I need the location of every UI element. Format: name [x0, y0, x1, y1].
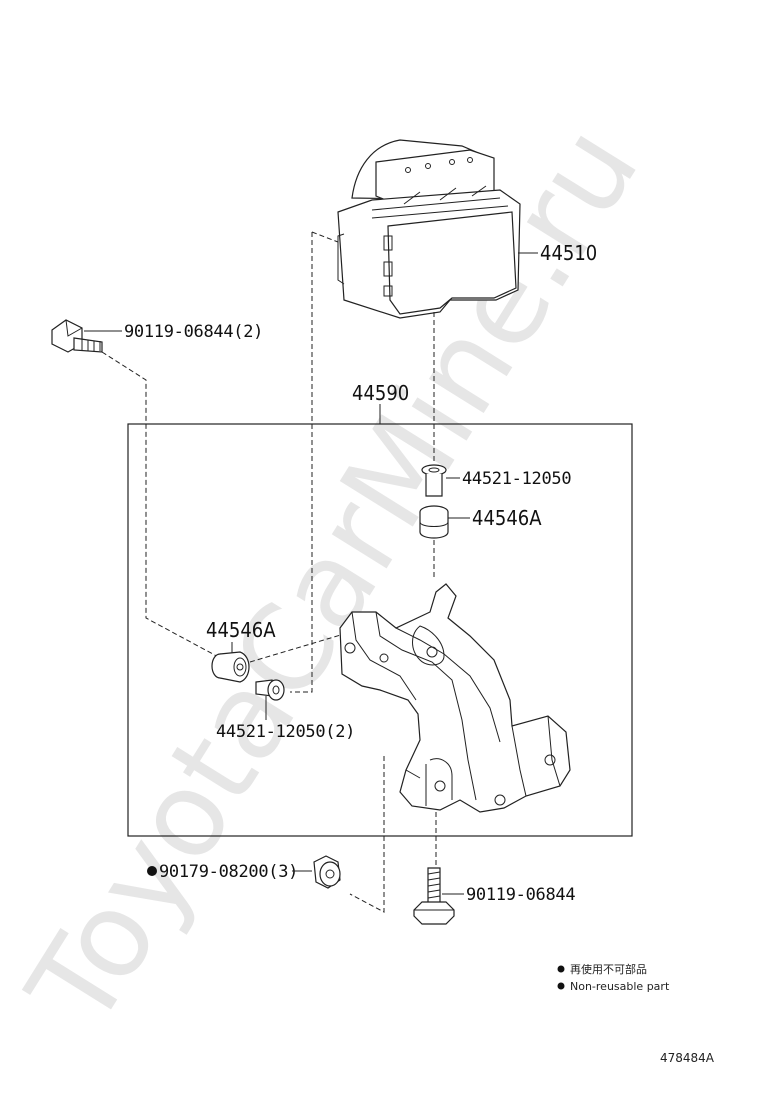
figure-id: 478484A: [660, 1051, 715, 1065]
legend: 再使用不可部品 Non-reusable part: [557, 962, 670, 993]
abs-actuator[interactable]: [337, 139, 521, 319]
label-cushion-left[interactable]: 44546A: [206, 618, 276, 642]
legend-en: Non-reusable part: [570, 980, 670, 993]
label-cushion-right[interactable]: 44546A: [472, 506, 542, 530]
label-collar-right[interactable]: 44521-12050: [462, 469, 572, 489]
cushion-right[interactable]: [419, 505, 449, 539]
nut[interactable]: [313, 855, 341, 889]
bracket[interactable]: [339, 583, 571, 813]
non-reusable-dot-icon: [557, 982, 565, 990]
label-bolt-top[interactable]: 90119-06844(2): [124, 322, 263, 342]
non-reusable-dot-icon: [557, 965, 565, 973]
non-reusable-marker-nut: [147, 866, 157, 876]
label-collar-left[interactable]: 44521-12050(2): [216, 722, 355, 742]
bolt-bottom[interactable]: [413, 867, 455, 925]
collar-right[interactable]: [421, 464, 447, 497]
label-44590[interactable]: 44590: [352, 381, 409, 405]
bolt-top-left[interactable]: [51, 319, 103, 353]
collar-left[interactable]: [255, 679, 285, 701]
cushion-left[interactable]: [211, 651, 250, 683]
non-reusable-dot-icon: [147, 866, 157, 876]
label-nut[interactable]: 90179-08200(3): [159, 862, 298, 882]
label-bolt-bottom[interactable]: 90119-06844: [466, 885, 576, 905]
legend-jp: 再使用不可部品: [570, 962, 647, 976]
label-44510[interactable]: 44510: [540, 241, 597, 265]
